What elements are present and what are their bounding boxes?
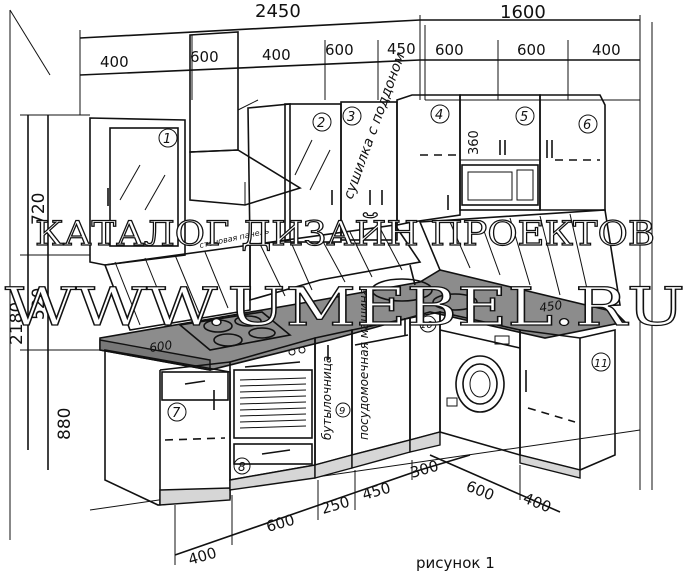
- label-bottle-rack: бутылочница: [320, 356, 334, 440]
- dim-left-upper: 720: [29, 193, 49, 225]
- lower-cabinet-7: [104, 349, 231, 506]
- module-number-5: 5: [520, 110, 528, 125]
- dim-bottom-1: 400: [186, 544, 218, 569]
- module-number-9: 9: [339, 406, 345, 417]
- module-number-11: 11: [594, 357, 608, 370]
- module-number-10: 10: [420, 320, 433, 331]
- upper-cabinet-6: [539, 94, 606, 211]
- backsplash-tile-line: [349, 231, 373, 278]
- dim-left-middle: 520: [29, 288, 49, 320]
- dim-top-3: 400: [262, 46, 291, 64]
- burner: [248, 327, 276, 339]
- dim-top-2: 600: [190, 48, 219, 66]
- dim-wall-depth: 360: [467, 130, 482, 155]
- dim-top-5: 450: [387, 40, 416, 58]
- dim-top-7: 600: [517, 41, 546, 59]
- module-number-4: 4: [435, 108, 443, 123]
- lower-cabinets: [104, 311, 616, 506]
- backsplash-tile-line: [144, 257, 171, 321]
- figure-caption: рисунок 1: [416, 554, 495, 572]
- dim-top-6: 600: [435, 41, 464, 59]
- backsplash-tile-line: [319, 235, 346, 283]
- dim-bottom-7: 400: [521, 489, 554, 516]
- sink-drainer: [432, 293, 478, 311]
- sink: [371, 278, 433, 302]
- backsplash-tile-line: [289, 239, 313, 291]
- bottom-dimensions: 400 600 250 450 300 600 400: [174, 454, 561, 569]
- dim-left-total: 2180: [7, 302, 27, 345]
- backsplash-tile-line: [379, 227, 403, 271]
- module-number-7: 7: [172, 406, 181, 421]
- watermark: КАТАЛОГ ДИЗАЙН ПРОЕКТОВ WWW.UMEBEL.RU: [4, 211, 685, 338]
- dim-bottom-4: 450: [360, 479, 392, 504]
- oven-door: [233, 369, 313, 439]
- module-number-2: 2: [317, 116, 325, 131]
- backsplash-tile-line: [174, 254, 201, 316]
- lower-cabinet-11: [519, 328, 616, 471]
- dim-top-1: 400: [100, 53, 129, 71]
- microwave: [461, 164, 539, 206]
- dim-bottom-5: 300: [408, 457, 440, 482]
- watermark-line-1: КАТАЛОГ ДИЗАЙН ПРОЕКТОВ: [35, 212, 655, 254]
- dim-bottom-2: 600: [264, 511, 296, 536]
- backsplash-tile-line: [204, 251, 229, 309]
- label-dryer: сушилка с поддоном: [341, 50, 409, 201]
- left-dimensions: 2180 720 520 880: [7, 114, 100, 470]
- burner: [234, 315, 262, 327]
- backsplash-tile-line: [539, 215, 561, 296]
- microwave-window: [467, 171, 513, 201]
- burner: [203, 319, 233, 333]
- dim-top-8: 400: [592, 41, 621, 59]
- label-dishwasher: посудомоечная машина: [357, 288, 371, 440]
- top-dimensions: 2450 1600 400 600 400 600 450 600 600 40…: [79, 1, 641, 115]
- range-hood: [189, 31, 302, 206]
- backsplash-tile-line: [114, 261, 141, 326]
- washer-door: [455, 355, 505, 413]
- upper-cabinet-4: [396, 94, 461, 226]
- backsplash-tile-line: [569, 213, 591, 303]
- oven-grill: [239, 377, 307, 429]
- burner: [213, 333, 243, 347]
- dim-counter-left: 600: [148, 338, 173, 355]
- backsplash-tile-line: [449, 221, 471, 269]
- backsplash-tile-line: [509, 217, 531, 286]
- module-number-6: 6: [583, 118, 591, 133]
- microwave-panel: [516, 169, 534, 201]
- dim-bottom-6: 600: [464, 477, 497, 504]
- backsplash-tile-line: [479, 219, 501, 276]
- module-numbers: 1 2 3 4 5 6 7 8 9 10 11: [158, 104, 611, 475]
- dim-top-4: 600: [325, 41, 354, 59]
- backsplash-tile-line: [259, 243, 286, 297]
- dim-left-lower: 880: [55, 408, 75, 440]
- module-number-1: 1: [163, 132, 171, 147]
- cooktop: [178, 311, 292, 351]
- dim-counter-right: 450: [538, 298, 563, 315]
- module-number-3: 3: [347, 110, 355, 125]
- module-number-8: 8: [238, 460, 246, 474]
- dim-bottom-3: 250: [319, 493, 351, 518]
- dim-top-total-right: 1600: [500, 2, 546, 23]
- dim-top-total-left: 2450: [255, 1, 301, 22]
- watermark-line-2: WWW.UMEBEL.RU: [5, 278, 685, 338]
